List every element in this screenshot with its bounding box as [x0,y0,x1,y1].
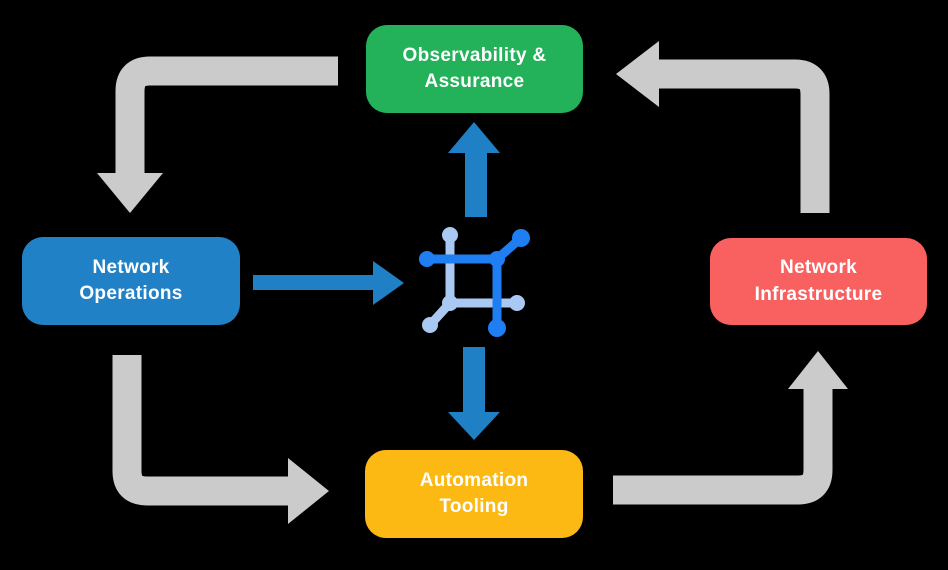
arrow-elbow [115,56,338,174]
arrow-head-right-icon [288,458,329,524]
icon-node-top-right [512,229,530,247]
node-automation-tooling: Automation Tooling [365,450,583,538]
arrow-elbow [613,389,833,505]
icon-node-left [419,251,435,267]
node-network-operations-label: Network Operations [79,256,183,304]
node-network-infrastructure-label: Network Infrastructure [754,257,883,305]
arrow-head-up-icon [788,351,848,389]
arrow-head-down-icon [97,173,163,213]
cycle-arrow-observability-to-operations [97,56,338,213]
icon-node-top [442,227,458,243]
icon-node-corner-tr [489,251,505,267]
hub-arrow-hub-to-observability [448,122,500,217]
cycle-arrow-infrastructure-to-observability [616,41,830,213]
node-observability-assurance: Observability & Assurance [366,25,583,113]
cycle-arrow-tooling-to-infrastructure [613,351,848,505]
arrow-elbow [112,355,288,506]
arrow-head-left-icon [616,41,659,107]
node-observability-assurance-label: Observability & Assurance [402,44,547,92]
icon-node-corner-bl [442,295,458,311]
node-automation-tooling-label: Automation Tooling [419,469,529,517]
icon-node-bottom-left [422,317,438,333]
network-mesh-icon [419,227,530,337]
network-mesh-icon-light-layer [422,227,525,333]
network-mesh-icon-dark-layer [419,229,530,337]
arrow-elbow [659,59,830,213]
hub-arrow-hub-to-tooling [448,347,500,440]
cycle-arrow-operations-to-tooling [112,355,329,524]
node-network-operations: Network Operations [22,237,240,325]
hub-arrow-operations-to-hub [253,261,404,305]
node-network-infrastructure: Network Infrastructure [710,238,927,325]
icon-node-bottom [488,319,506,337]
icon-node-right-light [509,295,525,311]
